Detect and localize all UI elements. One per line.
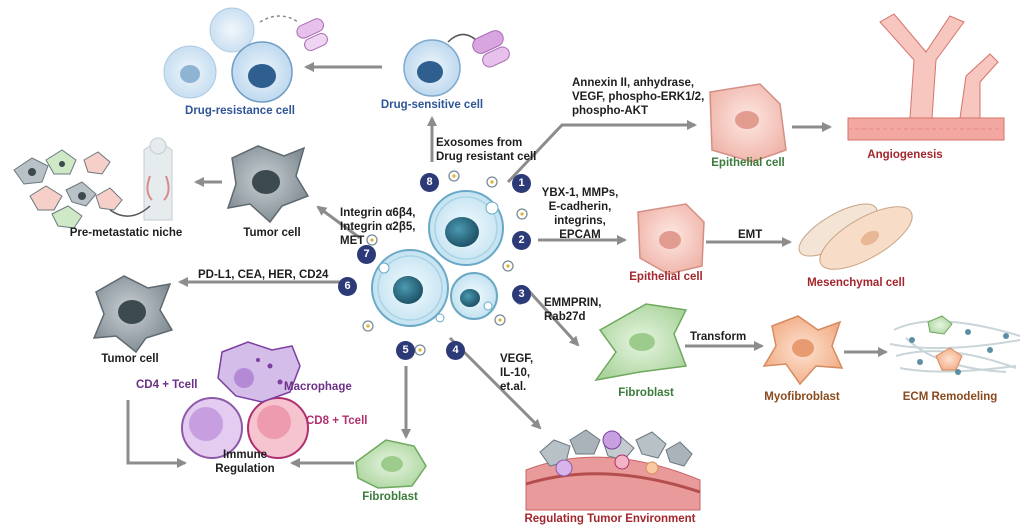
step-badge-2: 2 [512, 231, 531, 250]
label-macrophage: Macrophage [284, 381, 352, 393]
step-badge-8: 8 [420, 173, 439, 192]
label-cd8-tcell: CD8 + Tcell [306, 415, 368, 427]
label-tumor-cell-left: Tumor cell [101, 353, 159, 365]
step-badge-4: 4 [446, 341, 465, 360]
ecm-art [889, 315, 1021, 375]
arrow-path-3 [526, 288, 580, 347]
label-fibroblast-bottom: Fibroblast [362, 491, 418, 503]
arrows [126, 62, 888, 468]
vesicle-cores [366, 174, 524, 352]
label-drug-resistance-cell: Drug-resistance cell [185, 105, 295, 117]
label-transform: Transform [690, 331, 747, 343]
label-ecm-remodeling: ECM Remodeling [902, 391, 998, 403]
label-angiogenesis: Angiogenesis [867, 149, 943, 161]
mesenchymal-cell-art [798, 203, 913, 270]
label-emt: EMT [738, 229, 763, 241]
label-regulating-tumor-environment: Regulating Tumor Environment [524, 513, 696, 525]
immune-cells-art [181, 341, 309, 459]
label-pathway-7-molecules: Integrin α6β4, Integrin α2β5, MET [340, 207, 416, 247]
exosome-cluster [371, 190, 504, 327]
label-tumor-cell-top: Tumor cell [243, 227, 301, 239]
label-pathway-3-molecules: EMMPRIN, Rab27d [544, 297, 602, 323]
label-pre-metastatic-niche: Pre-metastatic niche [69, 227, 183, 239]
label-drug-sensitive-cell: Drug-sensitive cell [380, 99, 484, 111]
label-cd4-tcell: CD4 + Tcell [136, 379, 198, 391]
step-badge-6: 6 [338, 277, 357, 296]
label-immune-regulation: Immune Regulation [215, 449, 275, 475]
step-badge-5: 5 [396, 341, 415, 360]
drug-sensitive-cell-art [403, 30, 510, 97]
fibroblast-right-art [594, 303, 688, 382]
epithelial-cell-1-art [709, 83, 787, 163]
drug-resistance-cells-art [163, 7, 328, 103]
arrow-path-1 [506, 120, 697, 184]
arrow-tumor-to-immune [126, 400, 187, 468]
step-badge-3: 3 [512, 285, 531, 304]
tumor-environment-art [525, 429, 701, 511]
label-pathway-1-molecules: Annexin II, anhydrase, VEGF, phospho-ERK… [572, 77, 705, 117]
label-pathway-6-molecules: PD-L1, CEA, HER, CD24 [198, 269, 329, 281]
epithelial-cell-2-art [637, 203, 705, 275]
label-mesenchymal-cell: Mesenchymal cell [807, 277, 905, 289]
myofibroblast-art [762, 315, 844, 386]
label-epithelial-cell-2: Epithelial cell [629, 271, 703, 283]
tumor-cell-top-art [226, 145, 310, 224]
angiogenesis-art [847, 13, 1005, 141]
label-myofibroblast: Myofibroblast [764, 391, 840, 403]
label-fibroblast-right: Fibroblast [618, 387, 674, 399]
label-pathway-4-molecules: VEGF, IL-10, et.al. [500, 353, 534, 393]
fibroblast-bottom-art [355, 439, 427, 489]
arrow-path-4 [448, 336, 542, 430]
tumor-cell-left-art [92, 275, 174, 354]
step-badge-7: 7 [357, 245, 376, 264]
label-epithelial-cell-1: Epithelial cell [711, 157, 785, 169]
label-exosomes-source: Exosomes from Drug resistant cell [436, 137, 537, 163]
label-pathway-2-molecules: YBX-1, MMPs, E-cadherin, integrins, EPCA… [541, 187, 619, 241]
arrow-path-7 [316, 205, 361, 240]
step-badge-1: 1 [512, 174, 531, 193]
premetastatic-niche-art [13, 137, 173, 229]
